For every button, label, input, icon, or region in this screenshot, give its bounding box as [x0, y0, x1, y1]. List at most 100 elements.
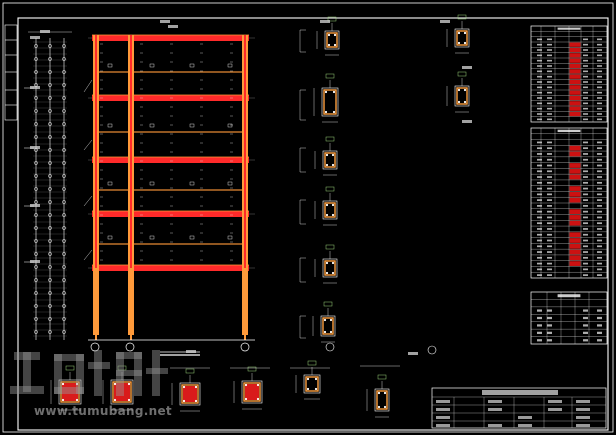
section-label-mark	[307, 360, 317, 366]
table-cell-mark	[537, 147, 542, 150]
annotation-mark	[440, 20, 450, 23]
ladder-node	[62, 174, 66, 178]
table-cell-mark	[547, 239, 552, 242]
bay-label-mark	[227, 123, 233, 128]
table-cell-mark	[597, 43, 602, 46]
title-cell-mark	[576, 408, 590, 411]
table-cell-mark	[547, 268, 552, 271]
table-cell-mark	[537, 339, 542, 342]
ladder-node	[62, 278, 66, 282]
table-cell-mark	[583, 164, 588, 167]
table-cell-mark	[583, 193, 588, 196]
section-stirrup	[324, 202, 336, 218]
rebar-dot	[314, 387, 318, 391]
table-cell-mark	[547, 181, 552, 184]
leader-line	[83, 195, 93, 207]
section-detail	[313, 73, 339, 123]
table-cell-mark	[537, 38, 542, 41]
table-cell-mark	[537, 309, 542, 312]
ladder-node	[62, 291, 66, 295]
rebar-dot	[463, 31, 467, 35]
table-cell-mark	[537, 164, 542, 167]
table-title-mark	[557, 294, 581, 298]
data-table	[530, 291, 608, 345]
table-cell-mark	[597, 54, 602, 57]
section-label-mark	[327, 16, 337, 22]
table-cell-highlight	[569, 168, 581, 174]
section-label-mark	[325, 186, 335, 192]
ladder-node	[48, 187, 52, 191]
section-label-mark	[247, 366, 257, 372]
annotation-mark	[40, 30, 50, 33]
rebar-dot	[314, 377, 318, 381]
table-cell-mark	[547, 141, 552, 144]
rebar-dot	[331, 203, 335, 207]
title-text-mark	[482, 390, 558, 395]
ladder-node	[48, 239, 52, 243]
section-stirrup	[243, 382, 261, 402]
table-cell-mark	[583, 262, 588, 265]
rebar-dot	[331, 153, 335, 157]
rebar-dot	[182, 385, 186, 389]
table-cell-mark	[537, 210, 542, 213]
rebar-dot	[327, 43, 331, 47]
table-cell-mark	[537, 170, 542, 173]
table-cell-mark	[547, 158, 552, 161]
table-cell-mark	[583, 222, 588, 225]
bay-label-mark	[107, 181, 113, 186]
table-cell-highlight	[569, 232, 581, 238]
table-cell-mark	[597, 170, 602, 173]
section-detail	[446, 71, 470, 113]
rebar-dot	[333, 33, 337, 37]
table-cell-mark	[537, 262, 542, 265]
ladder-node	[34, 330, 38, 334]
ladder-node	[34, 122, 38, 126]
table-cell-mark	[583, 268, 588, 271]
table-cell-mark	[597, 268, 602, 271]
ladder-node	[48, 317, 52, 321]
table-cell-highlight	[569, 220, 581, 226]
table-cell-mark	[583, 102, 588, 105]
table-cell-mark	[597, 239, 602, 242]
bay-label-mark	[149, 123, 155, 128]
ladder-node	[48, 200, 52, 204]
rebar-dot	[377, 405, 381, 409]
table-cell-mark	[547, 316, 552, 320]
ladder-node	[48, 109, 52, 113]
table-cell-mark	[597, 113, 602, 115]
table-cell-mark	[547, 54, 552, 57]
table-cell-mark	[537, 49, 542, 51]
table-cell-mark	[547, 113, 552, 115]
bay-label-mark	[227, 235, 233, 240]
table-cell-mark	[537, 102, 542, 105]
ladder-node	[62, 265, 66, 269]
ladder-node	[62, 44, 66, 48]
table-cell-mark	[583, 49, 588, 51]
rebar-dot	[463, 41, 467, 45]
table-cell-mark	[547, 324, 552, 327]
section-detail	[233, 366, 263, 410]
table-cell-mark	[537, 70, 542, 73]
table-cell-mark	[537, 65, 542, 67]
table-cell-mark	[597, 102, 602, 105]
section-stirrup	[323, 89, 337, 115]
frame-beam	[92, 211, 249, 217]
table-cell-mark	[583, 216, 588, 219]
ladder-node	[48, 174, 52, 178]
table-cell-mark	[597, 164, 602, 167]
title-block-border	[431, 387, 607, 429]
table-cell-mark	[597, 331, 602, 334]
table-cell-highlight	[569, 101, 581, 106]
rebar-dot	[323, 330, 327, 334]
ladder-node	[62, 200, 66, 204]
annotation-marks	[30, 20, 472, 355]
section-core	[114, 383, 130, 401]
rebar-dot	[457, 41, 461, 45]
section-stirrup	[326, 32, 338, 48]
table-cell-mark	[597, 118, 602, 121]
ladder-node	[34, 317, 38, 321]
rebar-dot	[457, 100, 461, 104]
bay-label-mark	[149, 63, 155, 68]
